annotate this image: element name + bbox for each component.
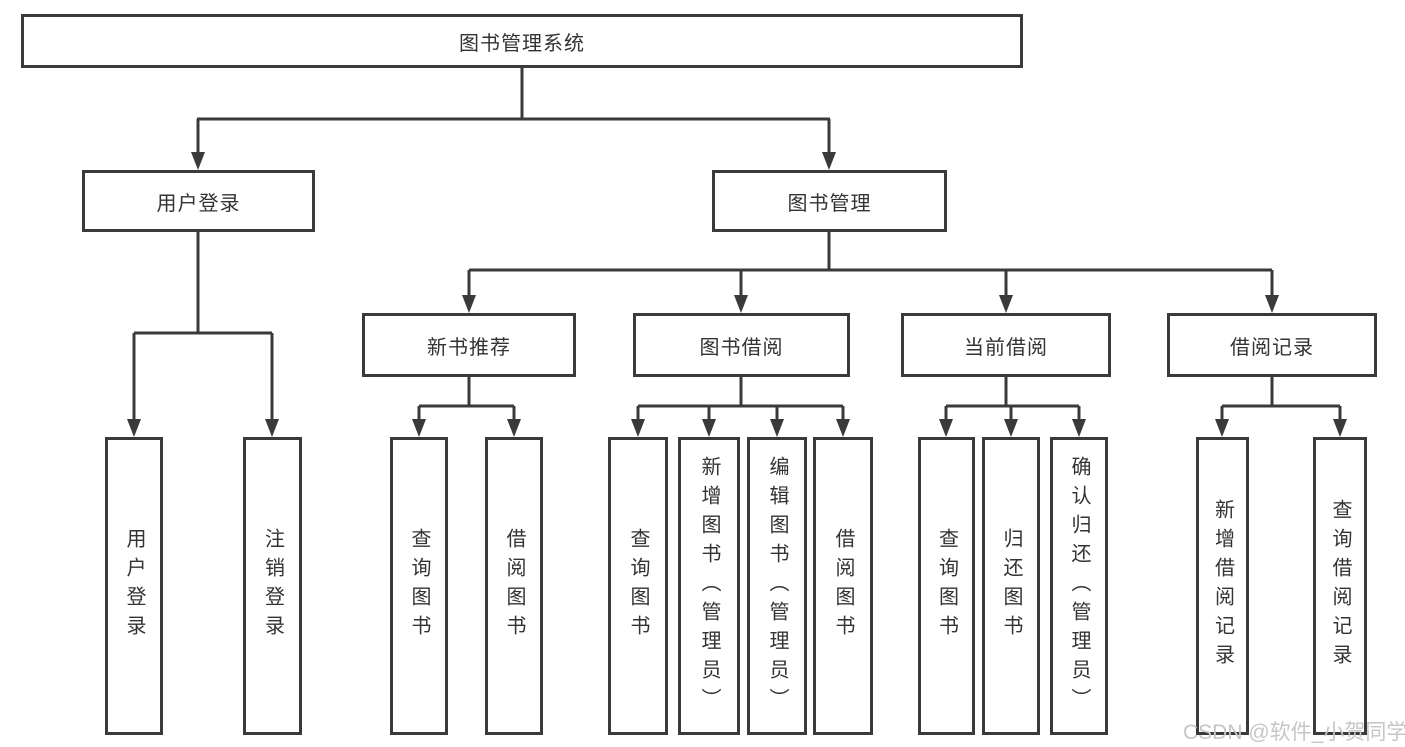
node-label: 图书借阅 (699, 336, 784, 359)
node-label: 图书管理 (787, 192, 872, 215)
node-label: 当前借阅 (964, 336, 1048, 359)
node-label: 新增图书（管理员） (698, 455, 720, 717)
leaf-current-query-books: 查询图书 (918, 437, 975, 735)
leaf-add-books-admin: 新增图书（管理员） (678, 437, 740, 735)
node-label: 新增借阅记录 (1211, 499, 1234, 673)
node-label: 用户登录 (156, 192, 241, 215)
node-current-borrowing: 当前借阅 (901, 313, 1111, 377)
leaf-borrowing-query-books: 查询图书 (608, 437, 668, 735)
node-new-book-recommendation: 新书推荐 (362, 313, 576, 377)
csdn-watermark: CSDN @软件_小贺同学 (1183, 721, 1405, 744)
node-label: 查询图书 (935, 528, 958, 644)
node-label: 查询图书 (627, 528, 649, 644)
node-label: 新书推荐 (427, 336, 511, 359)
node-label: 图书管理系统 (459, 32, 585, 55)
leaf-logout: 注销登录 (243, 437, 302, 735)
node-label: 用户登录 (123, 528, 145, 644)
node-label: 借阅图书 (832, 528, 854, 644)
node-label: 确认归还（管理员） (1068, 455, 1090, 717)
leaf-return-books: 归还图书 (982, 437, 1040, 735)
leaf-query-borrow-record: 查询借阅记录 (1313, 437, 1367, 735)
node-label: 注销登录 (261, 528, 284, 644)
node-label: 借阅记录 (1230, 336, 1314, 359)
leaf-recommend-borrow-books: 借阅图书 (485, 437, 543, 735)
node-borrowing-records: 借阅记录 (1167, 313, 1377, 377)
leaf-recommend-query-books: 查询图书 (390, 437, 448, 735)
node-label: 借阅图书 (503, 528, 525, 644)
leaf-add-borrow-record: 新增借阅记录 (1196, 437, 1249, 735)
node-book-borrowing: 图书借阅 (633, 313, 850, 377)
node-label: 查询借阅记录 (1329, 499, 1351, 673)
node-system-root: 图书管理系统 (21, 14, 1023, 68)
node-user-login: 用户登录 (82, 170, 315, 232)
leaf-confirm-return-admin: 确认归还（管理员） (1050, 437, 1108, 735)
node-label: 归还图书 (1000, 528, 1022, 644)
leaf-borrow-books: 借阅图书 (813, 437, 873, 735)
leaf-edit-books-admin: 编辑图书（管理员） (747, 437, 807, 735)
node-label: 查询图书 (408, 528, 430, 644)
node-label: 编辑图书（管理员） (766, 455, 788, 717)
leaf-user-login: 用户登录 (105, 437, 163, 735)
node-book-management: 图书管理 (712, 170, 947, 232)
